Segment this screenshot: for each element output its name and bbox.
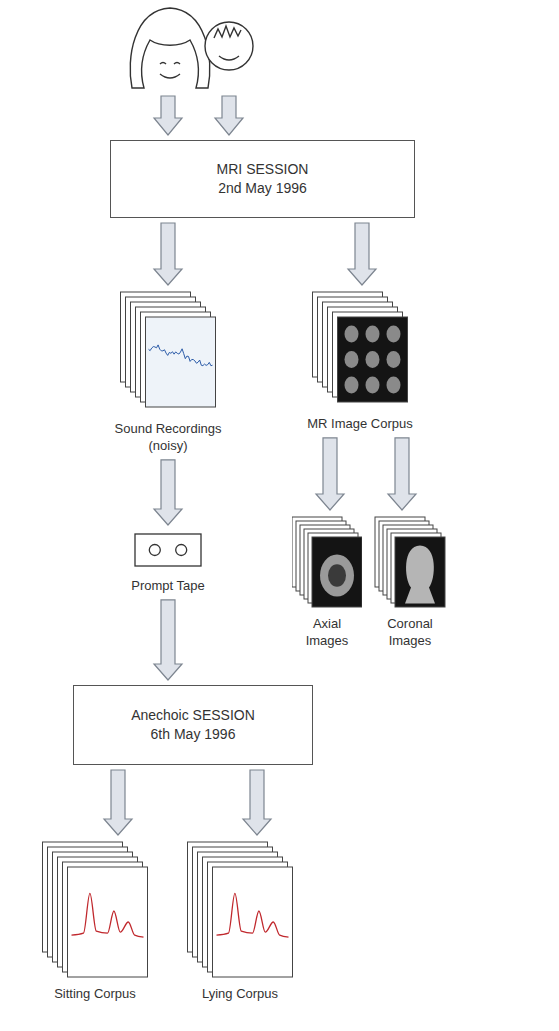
- item-caption: Sitting Corpus: [43, 986, 148, 1003]
- page-stack: [313, 292, 408, 402]
- block-arrow: [154, 223, 182, 285]
- block-arrow: [154, 460, 182, 525]
- block-arrow: [316, 438, 344, 510]
- session-title: Anechoic SESSION: [131, 706, 255, 725]
- item-caption: MR Image Corpus: [295, 416, 425, 433]
- recording-stack: Lying Corpus: [185, 840, 295, 1003]
- block-arrow: [388, 438, 416, 510]
- male-speaker-icon: [205, 22, 253, 70]
- item-caption: Lying Corpus: [188, 986, 293, 1003]
- page-stack: [188, 842, 293, 977]
- session-date: 6th May 1996: [151, 725, 236, 744]
- block-arrow: [154, 600, 182, 680]
- tape-cassette: [135, 534, 201, 566]
- block-arrow: [243, 770, 271, 835]
- tape-icon: Prompt Tape: [118, 530, 218, 595]
- stack-icon: [290, 290, 430, 410]
- session-title: MRI SESSION: [217, 160, 309, 179]
- session-date: 2nd May 1996: [218, 179, 307, 198]
- recording-stack: Sitting Corpus: [40, 840, 150, 1003]
- stack-icon: [185, 840, 295, 980]
- image-stack: MR Image Corpus: [290, 290, 430, 433]
- page-stack: [121, 292, 216, 407]
- item-caption: Axial Images: [297, 616, 357, 650]
- session-box: MRI SESSION2nd May 1996: [110, 140, 415, 218]
- session-box: Anechoic SESSION6th May 1996: [73, 685, 313, 765]
- page-stack: [43, 842, 148, 977]
- input-block-arrows: [154, 96, 243, 135]
- recording-stack: Sound Recordings (noisy): [98, 290, 238, 455]
- tape-icon: [118, 530, 218, 572]
- page-stack: [375, 517, 445, 607]
- image-stack: Axial Images: [292, 515, 362, 650]
- stack-icon: [40, 840, 150, 980]
- item-caption: Prompt Tape: [121, 578, 216, 595]
- female-speaker-icon: [130, 8, 210, 88]
- item-caption: Sound Recordings (noisy): [106, 421, 231, 455]
- page-stack: [292, 517, 362, 607]
- block-arrow: [348, 223, 376, 285]
- stack-icon: [98, 290, 238, 415]
- item-caption: Coronal Images: [375, 616, 445, 650]
- stack-icon: [370, 515, 450, 610]
- stack-icon: [292, 515, 362, 610]
- block-arrow: [104, 770, 132, 835]
- image-stack: Coronal Images: [370, 515, 450, 650]
